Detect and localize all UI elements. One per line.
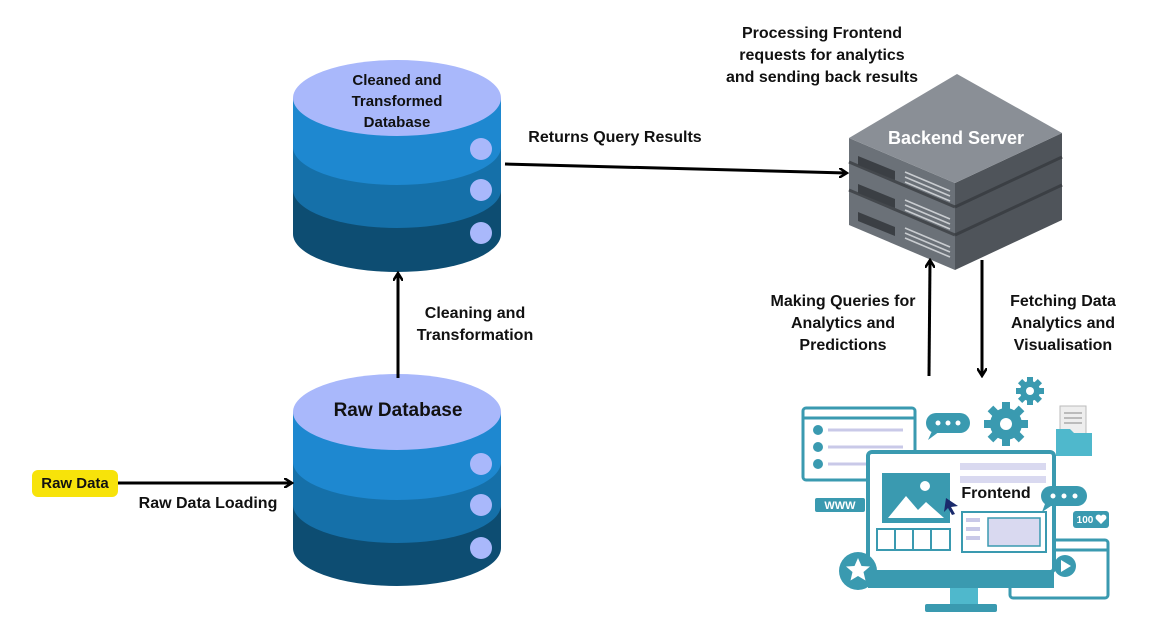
www-badge: WWW: [824, 500, 856, 512]
cleaned-db-line2: Transformed: [351, 93, 443, 110]
frontend-monitor-icon: WWW 100: [801, 377, 1110, 612]
raw-database-icon: [293, 374, 501, 586]
making-queries-line2: Analytics and: [790, 315, 896, 332]
cleaned-db-line3: Database: [363, 114, 431, 131]
processing-line1: Processing Frontend: [741, 25, 903, 42]
fetching-line2: Analytics and: [1010, 315, 1116, 332]
cleaning-transformation-label: Cleaning and Transformation: [405, 303, 545, 347]
arrows: [118, 162, 982, 483]
backend-server-title: Backend Server: [887, 128, 1025, 148]
making-queries-line3: Predictions: [799, 337, 887, 354]
cleaned-database-icon: [293, 60, 501, 272]
cleaning-transformation-line1: Cleaning and: [424, 305, 526, 322]
arrow-cleaned-db-to-server: [504, 162, 846, 173]
making-queries-line1: Making Queries for: [770, 293, 916, 310]
cleaning-transformation-line2: Transformation: [416, 327, 534, 344]
folder-icon: [1056, 429, 1092, 456]
backend-server-icon: [848, 74, 1063, 270]
making-queries-label: Making Queries for Analytics and Predict…: [757, 291, 929, 357]
gear-icon: [984, 377, 1044, 446]
cleaned-db-line1: Cleaned and: [352, 72, 442, 89]
raw-data-loading-label: Raw Data Loading: [138, 495, 278, 512]
arrow-frontend-to-server: [929, 261, 930, 377]
fetching-line1: Fetching Data: [1010, 293, 1116, 310]
returns-query-results-label: Returns Query Results: [528, 129, 702, 146]
frontend-label: Frontend: [961, 485, 1031, 502]
cursor-icon: [944, 498, 958, 515]
raw-data-chip: Raw Data: [32, 470, 118, 497]
fetching-label: Fetching Data Analytics and Visualisatio…: [995, 291, 1131, 357]
cleaned-database-title: Cleaned and Transformed Database: [317, 70, 477, 133]
processing-line3: and sending back results: [725, 69, 919, 86]
fetching-line3: Visualisation: [1013, 337, 1113, 354]
processing-line2: requests for analytics: [739, 47, 905, 64]
heart-icon: [1095, 514, 1107, 524]
raw-database-title: Raw Database: [333, 400, 463, 421]
hundred-badge: 100: [1077, 515, 1094, 526]
processing-label: Processing Frontend requests for analyti…: [715, 23, 929, 89]
